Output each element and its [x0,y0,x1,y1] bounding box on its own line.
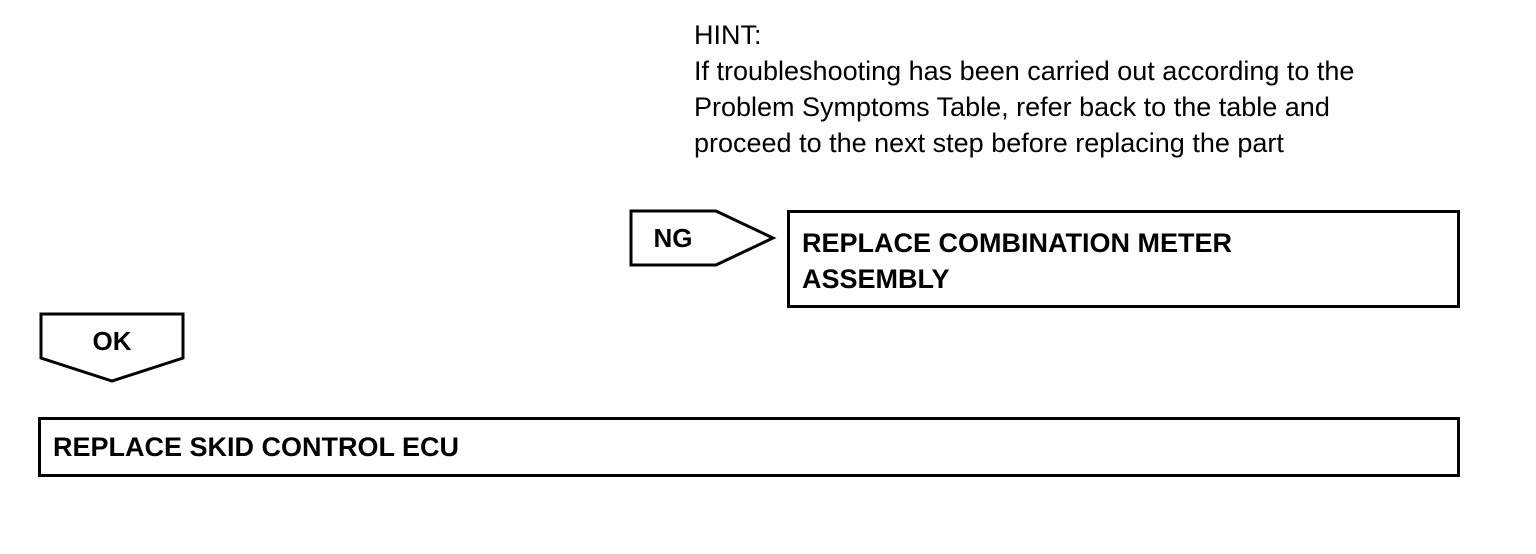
hint-title: HINT: [694,20,762,50]
replace-skid-control-ecu-box: REPLACE SKID CONTROL ECU [38,417,1460,477]
hint-block: HINT: If troubleshooting has been carrie… [694,17,1494,161]
ok-arrow-shape [39,312,185,383]
ng-arrow-shape [629,209,777,267]
hint-line-2: Problem Symptoms Table, refer back to th… [694,92,1330,122]
ok-action: REPLACE SKID CONTROL ECU [53,432,460,462]
ng-action-line-2: ASSEMBLY [802,264,950,294]
ng-label: NG [653,223,693,253]
ok-label: OK [92,326,132,356]
ng-action-line-1: REPLACE COMBINATION METER [802,228,1232,258]
hint-line-3: proceed to the next step before replacin… [694,128,1284,158]
hint-line-1: If troubleshooting has been carried out … [694,56,1355,86]
replace-combination-meter-box: REPLACE COMBINATION METER ASSEMBLY [787,210,1460,308]
